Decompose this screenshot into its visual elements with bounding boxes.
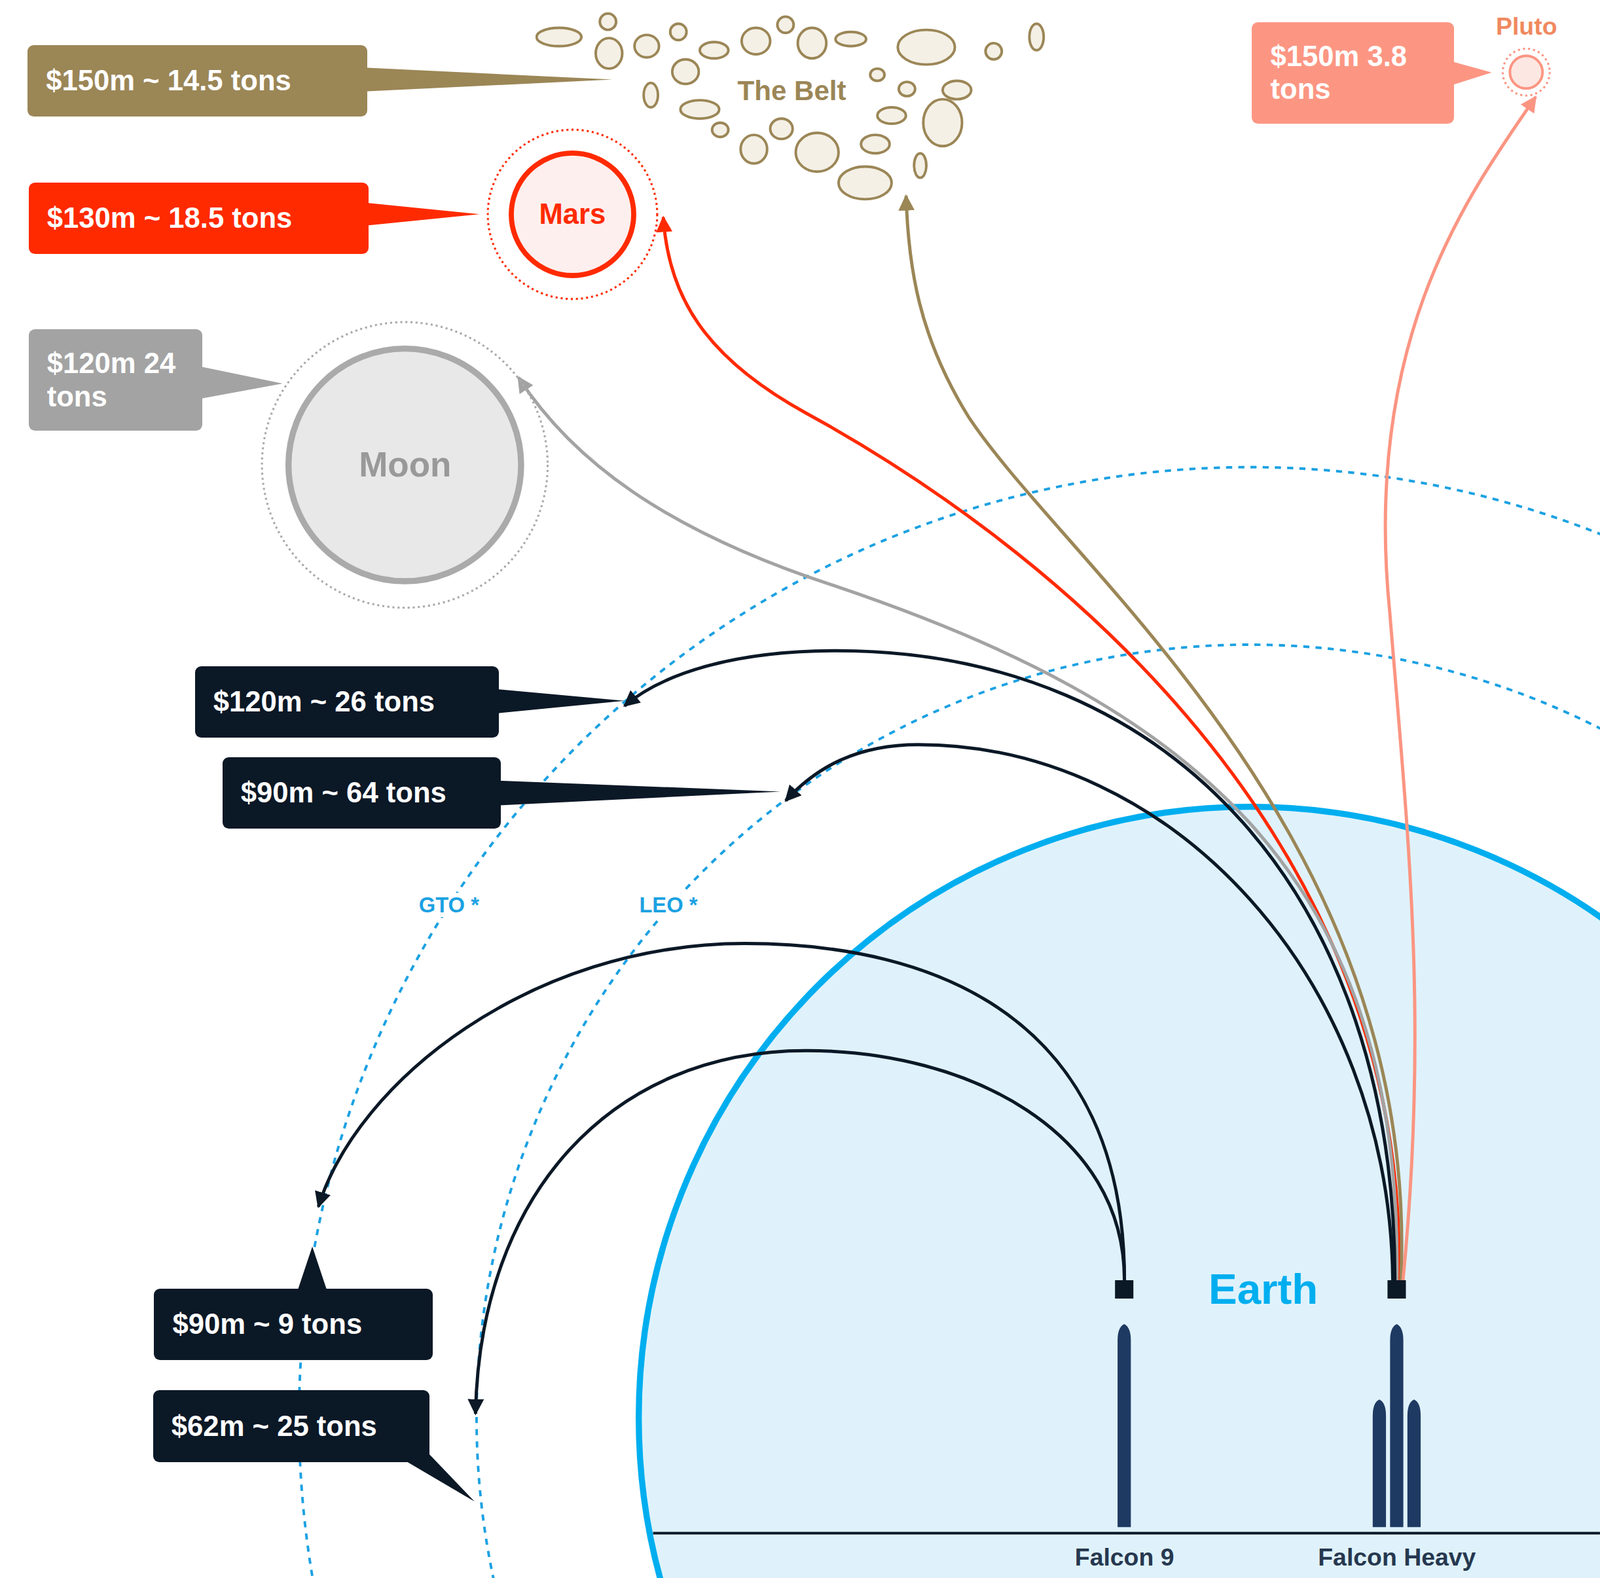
asteroid bbox=[741, 134, 768, 164]
asteroid bbox=[634, 34, 659, 57]
dwarf-planet: Pluto bbox=[1469, 7, 1582, 105]
price-text: $130m ~ 18.5 tons bbox=[47, 201, 293, 235]
trajectory-arrow bbox=[475, 1050, 1125, 1415]
asteroid bbox=[644, 82, 659, 107]
asteroid bbox=[898, 29, 956, 65]
orbit-label: GTO * bbox=[415, 892, 482, 918]
asteroid bbox=[672, 58, 700, 84]
callout-tail bbox=[489, 780, 781, 806]
orbit-label: LEO * bbox=[636, 892, 701, 918]
asteroid bbox=[680, 100, 720, 119]
asteroid bbox=[536, 27, 582, 46]
launch-pad bbox=[1115, 1280, 1134, 1299]
asteroid bbox=[870, 68, 886, 81]
body-disc bbox=[511, 153, 634, 276]
orbit-ring bbox=[1503, 49, 1551, 97]
body-name: Mars bbox=[538, 197, 606, 231]
leo-orbit bbox=[476, 644, 1600, 1578]
orbit-ring bbox=[262, 322, 548, 609]
asteroid bbox=[836, 31, 867, 46]
callout-tail bbox=[489, 688, 625, 715]
price-text: $150m 3.8 tons bbox=[1270, 39, 1437, 106]
price-callout: $120m ~ 26 tons bbox=[195, 666, 499, 738]
price-callout: $150m 3.8 tons bbox=[1251, 22, 1455, 124]
price-callout: $90m ~ 9 tons bbox=[153, 1289, 433, 1361]
price-text: $62m ~ 25 tons bbox=[171, 1410, 378, 1443]
price-callout: $150m ~ 14.5 tons bbox=[27, 45, 368, 117]
asteroid bbox=[699, 41, 729, 59]
asteroid bbox=[798, 27, 827, 59]
belt-name: The Belt bbox=[737, 75, 847, 107]
asteroid bbox=[1029, 23, 1045, 51]
asteroid bbox=[838, 166, 892, 200]
asteroid bbox=[923, 98, 963, 146]
body-circle: Mars bbox=[485, 127, 660, 302]
price-callout: $62m ~ 25 tons bbox=[153, 1390, 430, 1462]
launch-vehicle: Falcon 9 bbox=[1050, 1280, 1198, 1578]
asteroid bbox=[985, 42, 1003, 59]
asteroid bbox=[777, 16, 795, 33]
asteroid bbox=[898, 81, 916, 97]
trajectory-arrow bbox=[518, 377, 1398, 1281]
vehicle-name: Falcon 9 bbox=[1050, 1543, 1198, 1572]
callout-tail bbox=[193, 365, 283, 400]
orbit-ring bbox=[487, 129, 658, 300]
rocket-body bbox=[1118, 1324, 1132, 1528]
rocket-body bbox=[1407, 1399, 1421, 1528]
asteroid bbox=[670, 23, 687, 40]
trajectory-arrow bbox=[663, 217, 1400, 1281]
vehicle-name: Falcon Heavy bbox=[1284, 1543, 1510, 1572]
body-name: Pluto bbox=[1495, 12, 1557, 41]
callout-tail bbox=[357, 67, 613, 92]
asteroid bbox=[796, 132, 839, 172]
price-callout: $120m 24 tons bbox=[28, 329, 203, 431]
price-text: $90m ~ 9 tons bbox=[172, 1308, 363, 1341]
asteroid bbox=[595, 37, 623, 69]
price-callout: $130m ~ 18.5 tons bbox=[28, 182, 369, 255]
asteroid bbox=[942, 80, 972, 99]
earth-disc bbox=[638, 807, 1600, 1578]
trajectory-arrow bbox=[318, 944, 1125, 1281]
body-circle: Moon bbox=[259, 320, 550, 611]
trajectory-arrow bbox=[624, 650, 1396, 1281]
body-disc bbox=[1510, 56, 1544, 90]
asteroid bbox=[712, 122, 729, 137]
ground-line bbox=[653, 1532, 1600, 1536]
planet-name: Earth bbox=[1208, 1265, 1318, 1315]
asteroid bbox=[770, 118, 793, 139]
price-text: $120m ~ 26 tons bbox=[213, 685, 435, 719]
asteroid bbox=[741, 27, 771, 55]
callout-tail bbox=[357, 202, 480, 227]
trajectory-arrow bbox=[1385, 96, 1536, 1281]
price-callout: $90m ~ 64 tons bbox=[222, 757, 502, 829]
earth-region: EarthFalcon 9 Falcon Heavy bbox=[635, 803, 1600, 1578]
asteroid bbox=[914, 153, 928, 178]
rocket-body bbox=[1372, 1399, 1386, 1528]
price-text: $90m ~ 64 tons bbox=[240, 776, 447, 810]
asteroid bbox=[861, 134, 891, 154]
asteroid bbox=[877, 107, 907, 124]
rocket-body bbox=[1390, 1324, 1404, 1528]
price-text: $150m ~ 14.5 tons bbox=[45, 64, 292, 97]
rocket-icon bbox=[1284, 1280, 1510, 1578]
body-disc bbox=[288, 348, 522, 582]
asteroid bbox=[599, 13, 617, 30]
gto-orbit bbox=[299, 467, 1600, 1578]
rocket-icon bbox=[1050, 1280, 1198, 1578]
trajectory-arrow bbox=[785, 745, 1393, 1281]
launch-pad bbox=[1387, 1280, 1407, 1299]
price-text: $120m 24 tons bbox=[47, 346, 184, 413]
launch-vehicle: Falcon Heavy bbox=[1284, 1280, 1510, 1578]
body-name: Moon bbox=[358, 445, 452, 486]
